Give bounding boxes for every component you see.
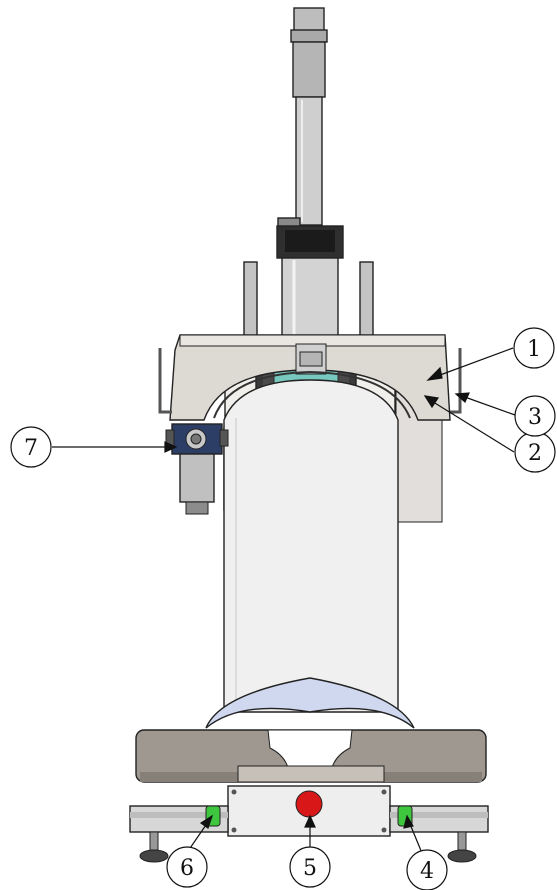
lower-platen <box>135 729 487 783</box>
callout-3: 3 <box>514 395 556 437</box>
callout-4: 4 <box>406 849 448 890</box>
callout-7-label: 7 <box>24 436 38 461</box>
leveling-feet <box>139 831 477 863</box>
base <box>129 785 489 863</box>
callout-5-label: 5 <box>303 856 317 881</box>
callout-6: 6 <box>166 846 208 888</box>
callout-2: 2 <box>514 431 556 473</box>
pneumatic-cylinder <box>276 7 344 339</box>
column <box>223 379 399 713</box>
callout-4-label: 4 <box>420 859 434 884</box>
callouts: 1 2 3 4 5 6 7 <box>10 327 556 890</box>
callout-1-label: 1 <box>527 337 541 362</box>
callout-1: 1 <box>513 327 555 369</box>
callout-7: 7 <box>10 426 52 468</box>
air-filter-regulator[interactable] <box>165 423 229 515</box>
callout-2-label: 2 <box>528 441 542 466</box>
callout-5: 5 <box>289 846 331 888</box>
start-button[interactable] <box>295 790 323 818</box>
callout-6-label: 6 <box>180 856 194 881</box>
callout-3-label: 3 <box>528 405 542 430</box>
heat-hood <box>158 334 462 421</box>
lower-pad <box>205 677 415 729</box>
